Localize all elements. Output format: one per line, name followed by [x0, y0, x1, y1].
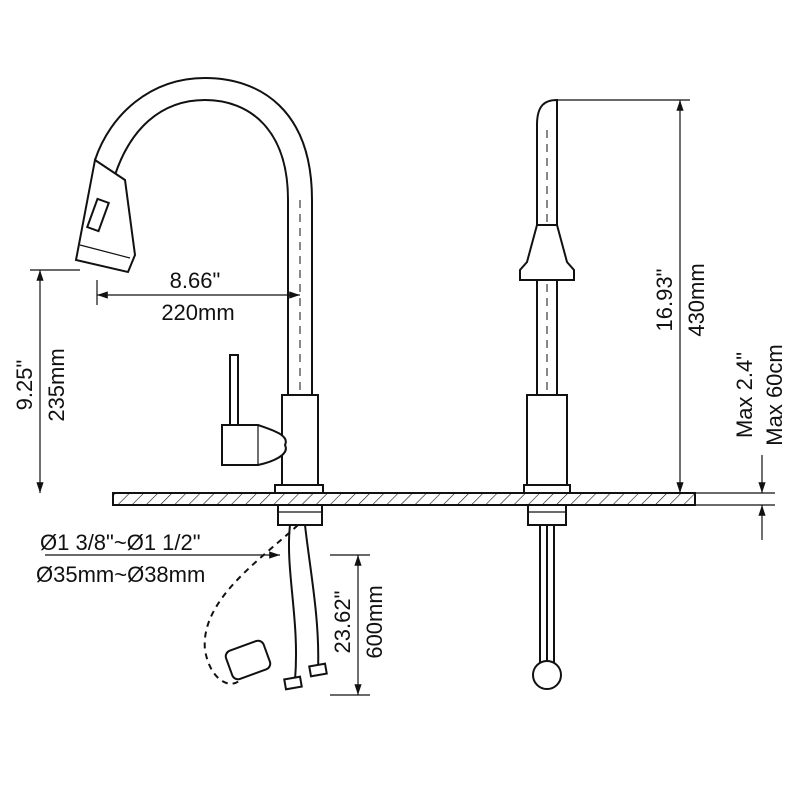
faucet-front-view [519, 98, 575, 690]
handle-lever [229, 354, 239, 428]
handle [221, 424, 287, 466]
deck-thickness-cm-label: Max 60cm [762, 344, 787, 445]
deck-thickness-in-label: Max 2.4" [732, 352, 757, 438]
spout-reach-in-label: 8.66" [170, 268, 221, 293]
hole-diameter-in-label: Ø1 3/8"~Ø1 1/2" [40, 530, 201, 555]
hole-diameter-mm-label: Ø35mm~Ø38mm [36, 562, 205, 587]
weight [224, 639, 272, 681]
total-height-in-label: 16.93" [652, 269, 677, 332]
hose-length-mm-label: 600mm [362, 585, 387, 658]
countertop [112, 492, 696, 506]
spout-height-mm-label: 235mm [44, 348, 69, 421]
mounting-nut [277, 504, 323, 526]
hose-length-in-label: 23.62" [330, 591, 355, 654]
total-height-mm-label: 430mm [684, 263, 709, 336]
spray-head [74, 158, 137, 274]
spout-height-in-label: 9.25" [12, 360, 37, 411]
faucet-body [281, 394, 319, 486]
spout-reach-mm-label: 220mm [161, 300, 234, 325]
faucet-side-view [74, 76, 328, 691]
